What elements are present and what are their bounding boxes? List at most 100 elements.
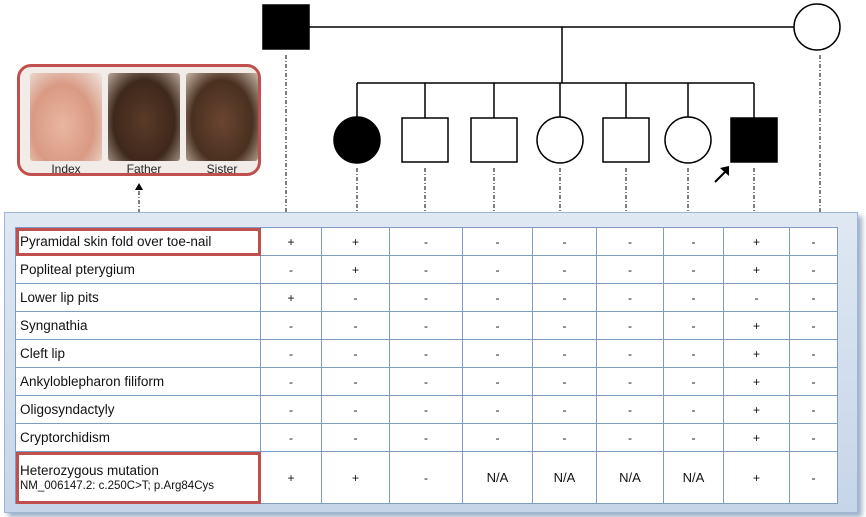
table-cell: - — [321, 395, 390, 424]
table-cell: - — [389, 227, 463, 256]
row-sublabel-text: NM_006147.2: c.250C>T; p.Arg84Cys — [20, 480, 215, 492]
table-cell: - — [789, 451, 838, 504]
table-cell: - — [663, 395, 724, 424]
table-cell: N/A — [462, 451, 533, 504]
pedigree-mother-circle — [793, 3, 841, 51]
row-label-text: Heterozygous mutation — [20, 463, 159, 478]
table-cell: + — [260, 227, 322, 256]
table-cell: - — [596, 311, 664, 340]
row-label: Lower lip pits — [15, 283, 261, 312]
table-cell: + — [321, 451, 390, 504]
table-cell: - — [532, 423, 597, 452]
table-cell: - — [260, 423, 322, 452]
row-label: Cryptorchidism — [15, 423, 261, 452]
table-cell: - — [260, 395, 322, 424]
table-cell: + — [321, 227, 390, 256]
table-cell: - — [532, 227, 597, 256]
table-cell: - — [532, 283, 597, 312]
photo-caption-index: Index — [51, 162, 81, 176]
table-cell: - — [260, 311, 322, 340]
table-cell: - — [532, 255, 597, 284]
table-cell: + — [260, 283, 322, 312]
table-cell: - — [389, 451, 463, 504]
pedigree-child5-square — [602, 117, 650, 163]
row-label: Syngnathia — [15, 311, 261, 340]
sister-toe-photo — [186, 73, 258, 161]
photo-caption-father: Father — [126, 162, 162, 176]
pedigree-child4-circle — [536, 116, 584, 164]
table-cell: - — [462, 395, 533, 424]
table-cell: + — [723, 311, 790, 340]
table-cell: + — [260, 451, 322, 504]
table-cell: - — [462, 227, 533, 256]
row-label-text: Oligosyndactyly — [20, 402, 115, 417]
table-cell: - — [532, 339, 597, 368]
pedigree-child6-circle — [664, 116, 712, 164]
table-row: Cleft lip-------+- — [15, 339, 838, 368]
table-cell: - — [789, 311, 838, 340]
table-cell: - — [260, 339, 322, 368]
table-cell: - — [389, 423, 463, 452]
table-cell: - — [389, 339, 463, 368]
table-row: Pyramidal skin fold over toe-nail++-----… — [15, 227, 838, 256]
table-cell: - — [723, 283, 790, 312]
row-label: Pyramidal skin fold over toe-nail — [15, 227, 261, 256]
table-cell: + — [723, 395, 790, 424]
table-cell: - — [321, 283, 390, 312]
father-toe-photo — [108, 73, 180, 161]
table-cell: - — [321, 339, 390, 368]
photo-caption-sister: Sister — [206, 162, 238, 176]
table-cell: + — [723, 227, 790, 256]
row-label-text: Lower lip pits — [20, 290, 99, 305]
row-label: Cleft lip — [15, 339, 261, 368]
table-cell: - — [663, 367, 724, 396]
table-cell: N/A — [663, 451, 724, 504]
table-cell: - — [389, 395, 463, 424]
table-cell: - — [389, 255, 463, 284]
row-label-text: Cryptorchidism — [20, 430, 111, 445]
table-cell: - — [789, 255, 838, 284]
row-label: Oligosyndactyly — [15, 395, 261, 424]
pedigree-child1-circle — [333, 116, 381, 164]
table-cell: - — [596, 339, 664, 368]
table-cell: - — [462, 367, 533, 396]
table-cell: - — [663, 423, 724, 452]
table-cell: N/A — [532, 451, 597, 504]
table-cell: - — [321, 423, 390, 452]
table-cell: - — [789, 395, 838, 424]
table-cell: - — [789, 283, 838, 312]
index-toe-photo — [30, 73, 102, 161]
table-cell: - — [596, 423, 664, 452]
table-cell: - — [462, 339, 533, 368]
row-label: Ankyloblepharon filiform — [15, 367, 261, 396]
toe-photo-panel: Index Father Sister — [17, 64, 261, 176]
proband-arrow-icon — [714, 166, 729, 183]
row-label-text: Cleft lip — [20, 346, 66, 361]
table-row: Syngnathia-------+- — [15, 311, 838, 340]
row-label-text: Pyramidal skin fold over toe-nail — [20, 234, 212, 249]
table-cell: - — [462, 283, 533, 312]
table-cell: + — [723, 255, 790, 284]
table-cell: - — [789, 367, 838, 396]
pedigree-chart — [135, 3, 841, 226]
table-row: Ankyloblepharon filiform-------+- — [15, 367, 838, 396]
table-cell: N/A — [596, 451, 664, 504]
table-cell: - — [596, 255, 664, 284]
table-row: Lower lip pits+-------- — [15, 283, 838, 312]
table-cell: - — [389, 283, 463, 312]
table-cell: + — [723, 367, 790, 396]
table-cell: - — [389, 367, 463, 396]
table-cell: - — [462, 255, 533, 284]
row-label-text: Ankyloblepharon filiform — [20, 374, 165, 389]
table-cell: - — [663, 311, 724, 340]
phenotype-table-panel: Pyramidal skin fold over toe-nail++-----… — [4, 212, 858, 513]
table-cell: - — [321, 367, 390, 396]
row-label-text: Popliteal pterygium — [20, 262, 135, 277]
table-cell: + — [723, 451, 790, 504]
table-row: Oligosyndactyly-------+- — [15, 395, 838, 424]
table-cell: + — [723, 339, 790, 368]
table-cell: - — [789, 339, 838, 368]
pedigree-father-square — [262, 4, 310, 50]
